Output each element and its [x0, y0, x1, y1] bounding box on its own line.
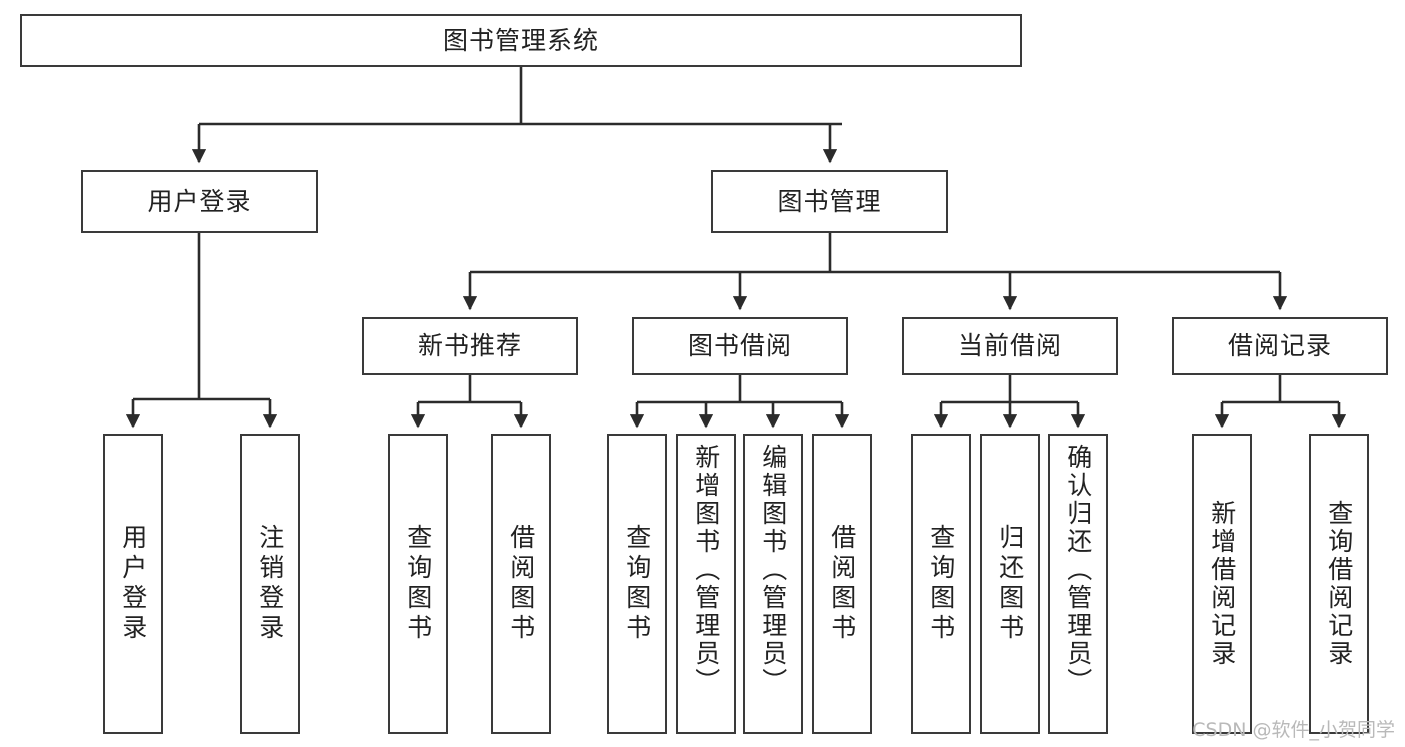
node-leaf-borrow-book-1-label: 借阅图书 [506, 524, 536, 644]
node-leaf-add-record-label: 新增借阅记录 [1207, 500, 1237, 668]
node-leaf-query-book-3[interactable]: 查询图书 [911, 434, 971, 734]
node-leaf-add-book-label: 新增图书（管理员） [691, 444, 721, 696]
node-leaf-user-login-label: 用户登录 [118, 524, 148, 644]
node-user-login[interactable]: 用户登录 [81, 170, 318, 233]
node-new-book-recommend[interactable]: 新书推荐 [362, 317, 578, 375]
watermark-text: CSDN @软件_小贺同学 [1192, 719, 1395, 741]
node-current-borrow-label: 当前借阅 [957, 331, 1062, 361]
node-leaf-logout-label: 注销登录 [255, 524, 285, 644]
node-leaf-borrow-book-2-label: 借阅图书 [827, 524, 857, 644]
node-leaf-confirm-return[interactable]: 确认归还（管理员） [1048, 434, 1108, 734]
node-new-book-recommend-label: 新书推荐 [417, 331, 522, 361]
node-user-login-label: 用户登录 [147, 186, 252, 216]
node-leaf-query-book-3-label: 查询图书 [926, 524, 956, 644]
node-leaf-add-book[interactable]: 新增图书（管理员） [676, 434, 736, 734]
node-root-label: 图书管理系统 [442, 25, 599, 55]
node-borrow-record[interactable]: 借阅记录 [1172, 317, 1388, 375]
node-leaf-add-record[interactable]: 新增借阅记录 [1192, 434, 1252, 734]
node-current-borrow[interactable]: 当前借阅 [902, 317, 1118, 375]
node-leaf-query-record[interactable]: 查询借阅记录 [1309, 434, 1369, 734]
node-leaf-user-login[interactable]: 用户登录 [103, 434, 163, 734]
node-borrow-record-label: 借阅记录 [1227, 331, 1332, 361]
node-leaf-logout[interactable]: 注销登录 [240, 434, 300, 734]
node-leaf-edit-book[interactable]: 编辑图书（管理员） [743, 434, 803, 734]
node-book-management[interactable]: 图书管理 [711, 170, 948, 233]
node-leaf-query-book-1[interactable]: 查询图书 [388, 434, 448, 734]
node-leaf-query-book-1-label: 查询图书 [403, 524, 433, 644]
node-leaf-borrow-book-1[interactable]: 借阅图书 [491, 434, 551, 734]
node-leaf-return-book-label: 归还图书 [995, 524, 1025, 644]
node-book-borrow[interactable]: 图书借阅 [632, 317, 848, 375]
node-leaf-return-book[interactable]: 归还图书 [980, 434, 1040, 734]
node-leaf-query-record-label: 查询借阅记录 [1324, 500, 1354, 668]
node-leaf-borrow-book-2[interactable]: 借阅图书 [812, 434, 872, 734]
node-book-management-label: 图书管理 [777, 186, 882, 216]
node-root[interactable]: 图书管理系统 [20, 14, 1022, 67]
node-leaf-query-book-2[interactable]: 查询图书 [607, 434, 667, 734]
node-book-borrow-label: 图书借阅 [687, 331, 792, 361]
node-leaf-edit-book-label: 编辑图书（管理员） [758, 444, 788, 696]
node-leaf-confirm-return-label: 确认归还（管理员） [1063, 444, 1093, 696]
node-leaf-query-book-2-label: 查询图书 [622, 524, 652, 644]
